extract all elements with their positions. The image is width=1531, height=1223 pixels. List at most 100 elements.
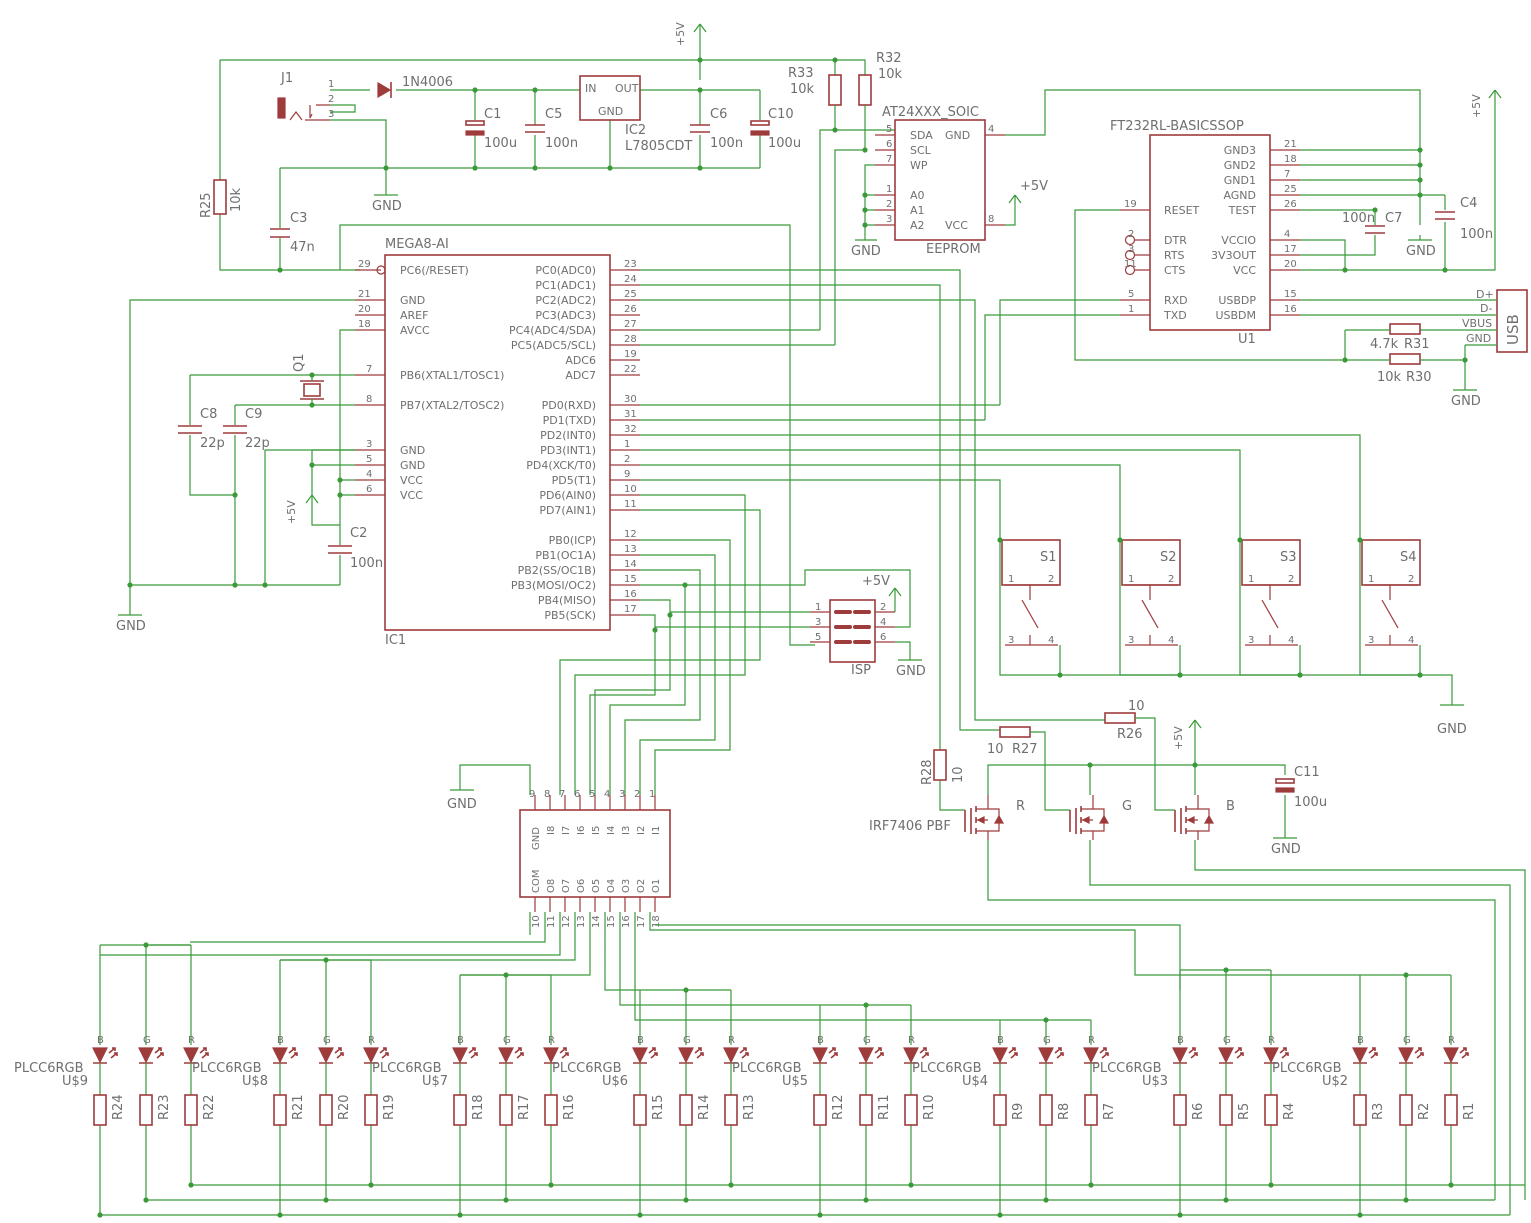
- mcu-pin-number: 27: [624, 319, 637, 330]
- switch-pin: 4: [1288, 635, 1294, 646]
- mcu-pin-label: ADC6: [565, 354, 596, 367]
- svg-text:VBUS: VBUS: [1462, 317, 1492, 330]
- mcu-pin-number: 32: [624, 424, 637, 435]
- led-resistor: [1399, 1094, 1413, 1126]
- svg-text:EEPROM: EEPROM: [926, 242, 981, 257]
- svg-text:GND: GND: [400, 444, 425, 457]
- led-symbol-g: [318, 1047, 334, 1064]
- led-ref-label: U$2: [1322, 1074, 1348, 1089]
- svg-text:1: 1: [815, 602, 821, 613]
- mcu-right-pin-labels: PC0(ADC0)23PC1(ADC1)24PC2(ADC2)25PC3(ADC…: [509, 259, 637, 622]
- led-resistor: [319, 1094, 333, 1126]
- svg-text:AVCC: AVCC: [400, 324, 430, 337]
- svg-text:25: 25: [1284, 184, 1297, 195]
- svg-text:AGND: AGND: [1223, 189, 1256, 202]
- mcu-pin-label: PD4(XCK/T0): [526, 459, 596, 472]
- led-resistor: [1353, 1094, 1367, 1126]
- svg-text:5: 5: [366, 454, 372, 465]
- led-symbol-r: [1083, 1047, 1099, 1064]
- led-symbol-b: [92, 1047, 108, 1064]
- led-resistor: [1219, 1094, 1233, 1126]
- driver-pin-number: 13: [576, 915, 587, 928]
- led-resistor: [499, 1094, 513, 1126]
- driver-pin-number: 12: [561, 915, 572, 928]
- led-symbol-b: [272, 1047, 288, 1064]
- led-symbol-r: [183, 1047, 199, 1064]
- led-symbol-r: [723, 1047, 739, 1064]
- mcu-pin-label: PC4(ADC4/SDA): [509, 324, 596, 337]
- led-resistor: [904, 1094, 918, 1126]
- led-part-label: PLCC6RGB: [1092, 1061, 1162, 1076]
- driver-input-label: I8: [546, 826, 557, 835]
- svg-text:5: 5: [815, 632, 821, 643]
- svg-text:AT24XXX_SOIC: AT24XXX_SOIC: [882, 105, 979, 120]
- svg-text:22p: 22p: [200, 436, 225, 451]
- svg-text:SCL: SCL: [910, 144, 932, 157]
- mcu-pin-number: 28: [624, 334, 637, 345]
- mcu-pin-number: 31: [624, 409, 637, 420]
- mosfet-g: [1069, 795, 1110, 840]
- led-color-label: G: [323, 1035, 331, 1046]
- mcu-pin-number: 2: [624, 454, 630, 465]
- diode-label: 1N4006: [402, 75, 453, 90]
- svg-text:6: 6: [366, 484, 372, 495]
- svg-text:16: 16: [1284, 304, 1297, 315]
- switch-pin: 3: [1368, 635, 1374, 646]
- junction: [863, 1002, 869, 1008]
- svg-text:R27: R27: [1012, 742, 1038, 757]
- svg-text:7: 7: [886, 154, 892, 165]
- resistor-label: R10: [922, 1094, 937, 1120]
- driver-output-label: O7: [561, 879, 572, 893]
- switch-pin: 2: [1288, 574, 1294, 585]
- svg-text:IC2: IC2: [625, 123, 646, 138]
- driver-pin-number: 18: [651, 915, 662, 928]
- led-part-label: PLCC6RGB: [1272, 1061, 1342, 1076]
- led-symbol-g: [498, 1047, 514, 1064]
- svg-text:USBDM: USBDM: [1215, 309, 1256, 322]
- svg-text:+5V: +5V: [1172, 726, 1185, 750]
- led-resistor: [273, 1094, 287, 1126]
- rgb-mosfets: R28 10 10 R27 10 R26 +5V IRF7406 PBF R G…: [869, 699, 1526, 1215]
- switch-pin: 1: [1008, 574, 1014, 585]
- driver-pin-number: 1: [649, 789, 655, 800]
- svg-text:C3: C3: [290, 211, 307, 226]
- svg-text:10: 10: [1128, 699, 1145, 714]
- power-supply: +5V J1 1 2 3 1N4006 C1 100u C5 100n IN O…: [199, 22, 903, 273]
- svg-text:100n: 100n: [710, 136, 743, 151]
- switch-pin: 1: [1128, 574, 1134, 585]
- resistor-label: R5: [1237, 1103, 1252, 1120]
- mcu-pin-label: ADC7: [565, 369, 596, 382]
- j1-jack-symbol: [277, 97, 286, 119]
- svg-text:GND: GND: [1271, 842, 1301, 857]
- mcu-pin-number: 17: [624, 604, 637, 615]
- svg-text:C6: C6: [710, 107, 727, 122]
- mcu-pin-number: 14: [624, 559, 637, 570]
- led-ref-label: U$3: [1142, 1074, 1168, 1089]
- junction: [1223, 967, 1229, 973]
- led-symbol-g: [138, 1047, 154, 1064]
- svg-text:4: 4: [366, 469, 372, 480]
- led-color-label: R: [1268, 1035, 1275, 1046]
- svg-text:+5V: +5V: [1020, 179, 1048, 194]
- resistor-label: R24: [111, 1094, 126, 1120]
- led-symbol-r: [1263, 1047, 1279, 1064]
- svg-text:TEST: TEST: [1228, 204, 1257, 217]
- mcu-pin-label: PB2(SS/OC1B): [518, 564, 596, 577]
- mosfet-body-diode: [993, 814, 1005, 824]
- svg-text:A1: A1: [910, 204, 925, 217]
- svg-text:GND: GND: [1466, 332, 1491, 345]
- svg-text:C4: C4: [1460, 196, 1477, 211]
- led-anode-bus: [99, 944, 192, 1045]
- switch-label: S4: [1400, 550, 1417, 565]
- led-ref-label: U$4: [962, 1074, 988, 1089]
- svg-text:GND: GND: [1451, 394, 1481, 409]
- mcu-pin-number: 1: [624, 439, 630, 450]
- switch-pin: 4: [1408, 635, 1414, 646]
- svg-text:5: 5: [886, 124, 892, 135]
- svg-text:R30: R30: [1406, 370, 1432, 385]
- led-color-label: B: [817, 1035, 824, 1046]
- svg-text:C10: C10: [768, 107, 794, 122]
- mcu-pin-number: 24: [624, 274, 637, 285]
